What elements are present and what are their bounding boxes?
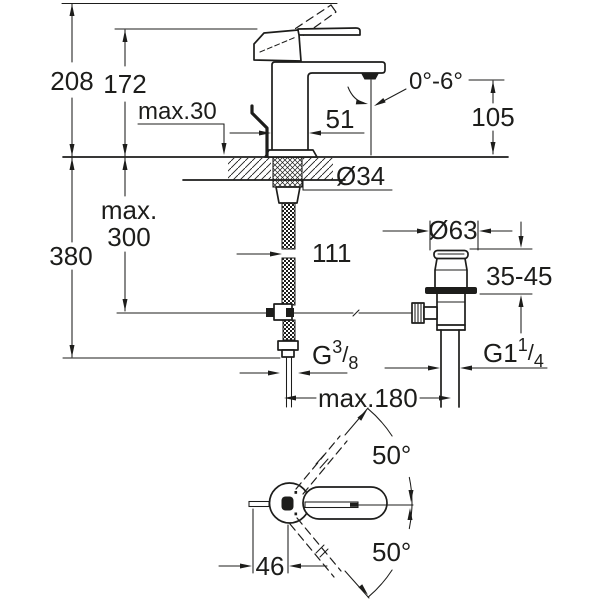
label-waste-flange: Ø63 [428, 215, 477, 245]
dim-deck-thickness-max30: max.30 [137, 98, 227, 155]
label-swivel-lower: 50° [372, 537, 411, 567]
label-swivel-upper: 50° [372, 440, 411, 470]
label-waste-thread: G11/4 [483, 335, 544, 371]
label-spout-top: 172 [103, 69, 146, 99]
pull-rod-top [248, 500, 270, 508]
label-rod-offset: 46 [256, 551, 285, 581]
dim-waste-thread: G11/4 [384, 335, 548, 371]
supply-fitting-nut [277, 340, 299, 351]
cartridge-hole [281, 496, 294, 511]
handle-phantom-lower [289, 517, 370, 599]
lever-handle-base [253, 29, 302, 62]
label-hose-max-1: max. [101, 195, 157, 225]
aerator [361, 73, 379, 80]
handle-slot-end [350, 502, 358, 507]
dim-hose-projection-111: 111 [236, 238, 352, 268]
label-spout-reach: 51 [326, 104, 355, 134]
base-escutcheon [264, 149, 318, 158]
dim-hose-length-max300: max. 300 [101, 157, 267, 314]
handle-phantom-upper [295, 407, 369, 495]
faucet-body [250, 4, 386, 158]
dim-spout-top-172: 172 [103, 28, 258, 157]
dim-outlet-clearance-105: 105 [471, 80, 515, 155]
body-spout-outline [271, 61, 386, 158]
dim-rod-offset-46: 46 [218, 508, 328, 581]
dim-waste-flange-diameter: Ø63 [382, 215, 513, 251]
supply-hose-lower [281, 257, 296, 306]
threaded-shank [272, 156, 303, 188]
label-supply-thread: G3/8 [312, 337, 358, 373]
rod-coupling-left [266, 308, 275, 317]
front-view: 208 172 380 max. 300 [49, 2, 553, 413]
popup-rod-break [352, 309, 360, 317]
label-outlet-clearance: 105 [471, 102, 514, 132]
dim-swivel-upper: 50° [357, 408, 414, 504]
dim-swivel-lower: 50° [358, 502, 413, 598]
supply-fitting-collar [281, 349, 295, 358]
label-supply-depth: 380 [49, 241, 92, 271]
label-total-height: 208 [50, 66, 93, 96]
waste-neck [434, 257, 468, 288]
handle-top-outline [302, 486, 388, 520]
pull-rod [250, 104, 269, 158]
dim-waste-deck-range: 35-45 [469, 221, 553, 334]
dim-spout-reach-51: 51 [229, 104, 365, 136]
top-view: 50° 50° 46 [218, 407, 414, 599]
waste-flange [425, 287, 477, 294]
detail-dot-bottom [294, 512, 298, 516]
dim-supply-thread: G3/8 [239, 337, 358, 376]
hose-tail [282, 319, 296, 341]
deck-hatch-right [303, 158, 333, 180]
label-spout-angle: 0°-6° [409, 68, 463, 95]
phantom-break-upper [315, 454, 329, 469]
supply-hose-upper [281, 202, 296, 250]
label-deck-thickness: max.30 [138, 98, 217, 125]
dim-spout-angle: 0°-6° [347, 68, 505, 106]
rod-coupling-right [286, 308, 294, 317]
dim-supply-depth-380: 380 [49, 157, 281, 359]
label-hole-diameter: Ø34 [336, 161, 385, 191]
dim-total-height-208: 208 [50, 2, 338, 157]
mounting-nut [275, 186, 301, 204]
lever-base-detail [259, 36, 297, 53]
deck-hatch-left [228, 158, 271, 180]
label-hose-max-2: 300 [107, 222, 150, 252]
underdeck-assembly [266, 156, 413, 408]
label-hose-projection: 111 [312, 238, 352, 268]
waste-knob-stem [423, 306, 438, 320]
lever-handle-bar [297, 27, 361, 36]
popup-waste [411, 249, 477, 408]
detail-dot-top [294, 491, 298, 494]
dim-hole-diameter: Ø34 [302, 161, 393, 191]
label-waste-deck-range: 35-45 [486, 261, 553, 291]
phantom-break-lower [315, 544, 329, 558]
